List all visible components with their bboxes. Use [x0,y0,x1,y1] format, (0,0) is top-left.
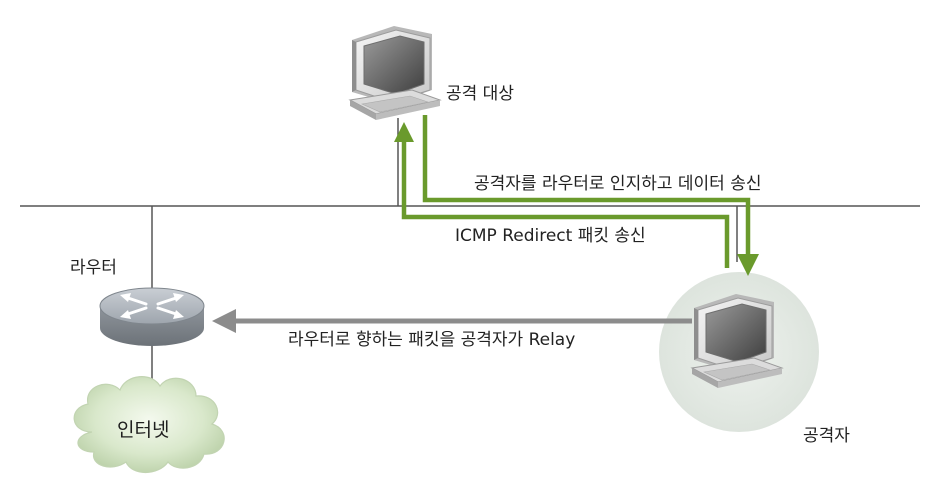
relay-arrowhead [212,309,236,333]
target-label: 공격 대상 [446,84,514,104]
icmp-redirect-arrow [401,135,730,268]
router-label: 라우터 [70,258,117,278]
attacker-label: 공격자 [803,426,850,446]
icmp-redirect-label: ICMP Redirect 패킷 송신 [455,226,646,246]
internet-label: 인터넷 [117,419,170,441]
router-icon [99,287,205,346]
icmp-redirect-arrowhead [394,122,414,142]
send-data-label: 공격자를 라우터로 인지하고 데이터 송신 [474,174,762,194]
attacker-computer-icon [690,294,784,388]
relay-label: 라우터로 향하는 패킷을 공격자가 Relay [288,330,576,350]
send-data-arrow [422,115,751,255]
target-computer-icon [348,26,442,120]
send-data-arrowhead [737,254,759,276]
cloud-icon [73,376,225,474]
